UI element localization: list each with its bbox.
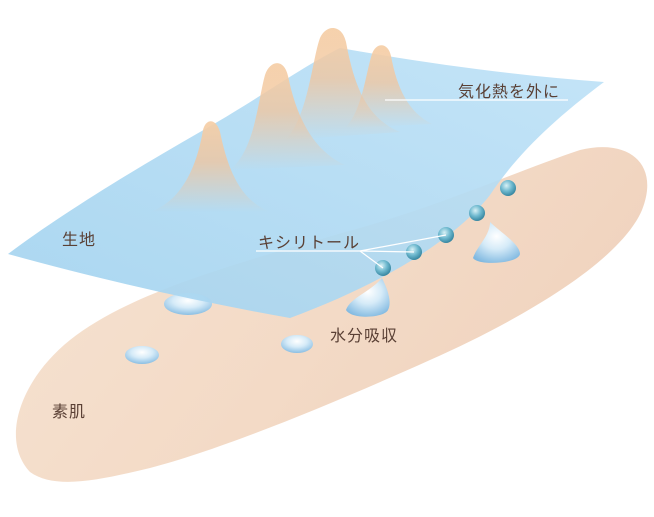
fabric-label: 生地 — [62, 230, 97, 249]
heat-plume — [230, 63, 345, 170]
xylitol-leader-line — [359, 234, 447, 252]
fabric-layer — [8, 48, 604, 318]
heat-plume — [150, 121, 270, 212]
xylitol-bead — [469, 205, 485, 221]
skin-label: 素肌 — [52, 402, 87, 421]
water-droplet — [281, 335, 313, 353]
water-droplet — [346, 278, 390, 317]
heat-plume — [345, 45, 432, 128]
xylitol-bead — [500, 180, 516, 196]
xylitol-leader-line — [359, 250, 384, 269]
water-droplet — [125, 346, 159, 364]
water-droplet — [473, 222, 520, 263]
xylitol-leader-line — [359, 250, 415, 253]
xylitol-label: キシリトール — [258, 233, 361, 252]
absorption-label: 水分吸収 — [330, 326, 399, 345]
heat-label: 気化熱を外に — [458, 82, 561, 101]
